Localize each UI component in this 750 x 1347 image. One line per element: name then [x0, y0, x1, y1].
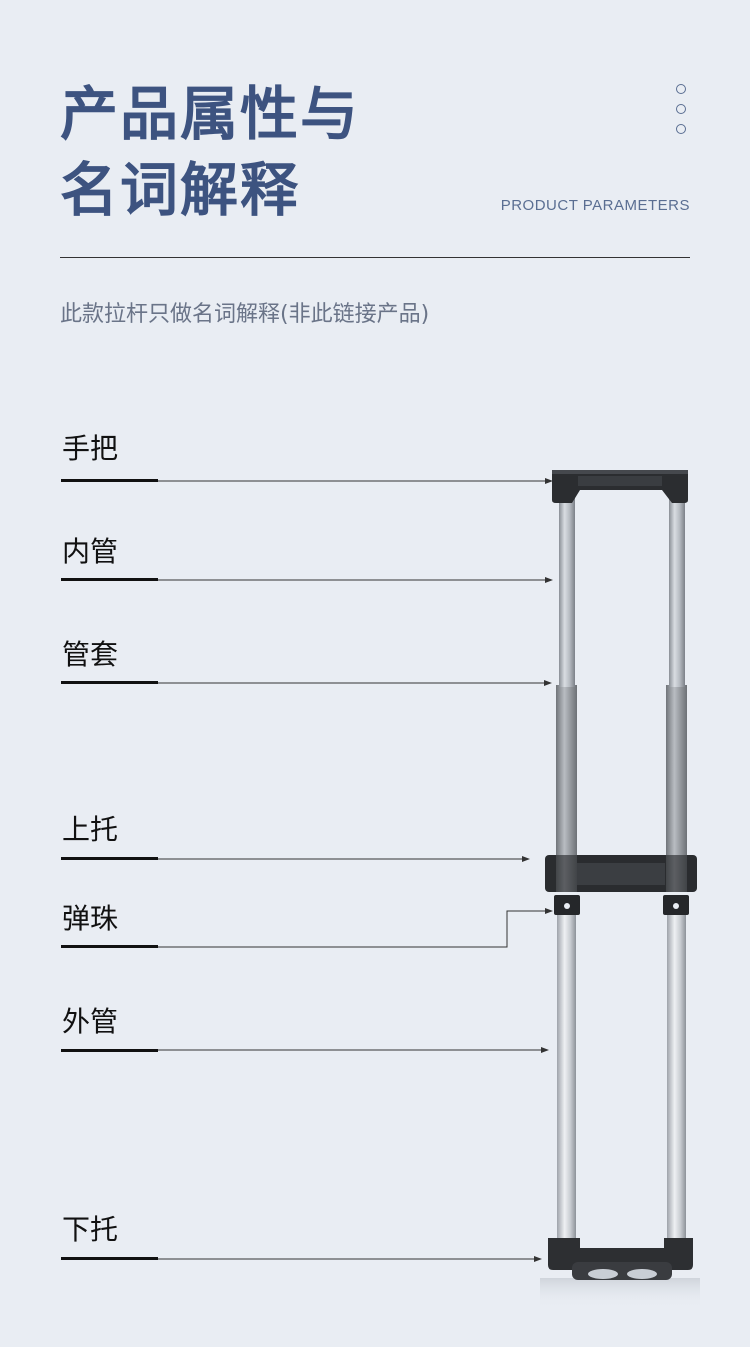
circle-icon	[676, 124, 686, 134]
divider	[60, 257, 690, 258]
leader-handle	[61, 478, 553, 484]
label-spring-ball: 弹珠	[62, 902, 119, 935]
decorative-dots	[676, 84, 688, 144]
page-title: 产品属性与 名词解释	[60, 76, 360, 228]
title-line-1: 产品属性与	[60, 80, 361, 148]
trolley-illustration	[540, 470, 700, 1308]
leader-inner-tube	[61, 577, 553, 583]
label-upper-bracket: 上托	[62, 813, 119, 846]
circle-icon	[676, 104, 686, 114]
label-outer-tube: 外管	[62, 1005, 119, 1038]
label-inner-tube: 内管	[62, 535, 119, 568]
label-tube-sleeve: 管套	[62, 638, 119, 671]
subtitle-english: PRODUCT PARAMETERS	[500, 197, 690, 214]
title-line-2: 名词解释	[60, 156, 301, 224]
leader-spring-ball	[61, 908, 553, 948]
circle-icon	[676, 84, 686, 94]
label-handle: 手把	[62, 432, 119, 465]
disclaimer-note: 此款拉杆只做名词解释(非此链接产品)	[60, 302, 430, 327]
leader-upper-bracket	[61, 856, 530, 862]
leader-outer-tube	[61, 1047, 549, 1053]
leader-lower-bracket	[61, 1256, 542, 1262]
leader-tube-sleeve	[61, 680, 552, 686]
label-lower-bracket: 下托	[62, 1213, 119, 1246]
